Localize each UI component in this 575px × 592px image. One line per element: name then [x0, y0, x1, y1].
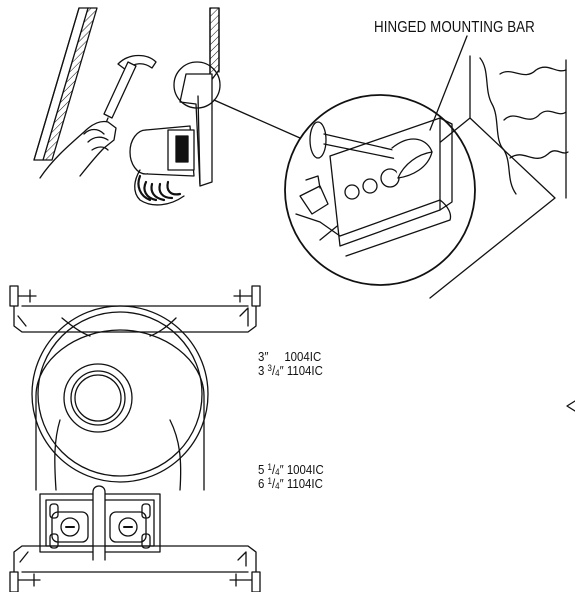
magnifier-circle-icon — [284, 55, 556, 299]
dimension-size-numerator: 3 — [267, 363, 272, 373]
dimension-size-unit: ″ — [279, 476, 284, 491]
dimension-model: 1004IC — [284, 349, 322, 364]
detail-leader-line — [213, 99, 301, 139]
hand-icon — [39, 120, 117, 179]
dimension-model: 1004IC — [286, 462, 324, 477]
dimension-size-whole: 3 — [258, 363, 265, 378]
dimension-row-3: 5 1/4″ 1004IC — [258, 462, 324, 477]
dimension-model: 1104IC — [286, 363, 323, 378]
dimension-row-1: 3″ 1004IC — [258, 350, 321, 363]
plan-view-fixture — [9, 285, 261, 592]
callout-leader — [429, 35, 468, 131]
joist-detail — [479, 57, 569, 199]
dimension-size-unit: ″ — [279, 462, 284, 477]
dimension-size-whole: 5 — [258, 462, 265, 477]
dimension-size-whole: 6 — [258, 476, 265, 491]
dimension-size-denominator: 4 — [275, 467, 280, 477]
dimension-model: 1104IC — [286, 476, 323, 491]
dimension-size-numerator: 1 — [267, 462, 272, 472]
hinged-mounting-bar-label: HINGED MOUNTING BAR — [374, 19, 535, 36]
dimension-size-denominator: 4 — [275, 481, 280, 491]
dimension-size-numerator: 1 — [267, 476, 272, 486]
dimension-row-2: 3 3/4″ 1104IC — [258, 363, 323, 378]
hammer-icon — [97, 54, 157, 143]
arrow-icon — [566, 400, 575, 412]
dimension-size-unit: ″ — [279, 363, 284, 378]
dimension-size: 3″ — [258, 349, 269, 364]
dimension-size-denominator: 4 — [275, 368, 280, 378]
detail-marker-circle — [173, 61, 221, 109]
fixture-drawing-small — [129, 73, 213, 206]
joist-left — [33, 7, 98, 161]
dimension-row-4: 6 1/4″ 1104IC — [258, 476, 323, 491]
